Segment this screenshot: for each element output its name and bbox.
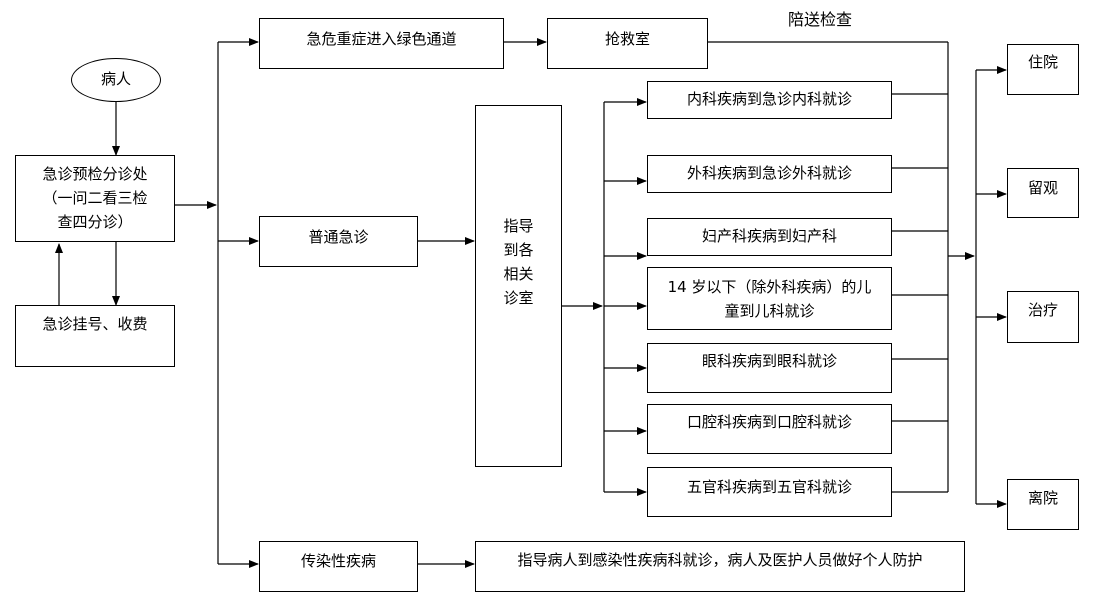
outcome-treatment: 治疗 — [1007, 291, 1079, 343]
dept-ent-label: 五官科疾病到五官科就诊 — [686, 478, 852, 496]
outcome-observation: 留观 — [1007, 168, 1079, 218]
critical-label: 急危重症进入绿色通道 — [306, 30, 457, 48]
dept-internal: 内科疾病到急诊内科就诊 — [647, 81, 892, 119]
critical-node: 急危重症进入绿色通道 — [259, 18, 504, 69]
dept-surgery-label: 外科疾病到急诊外科就诊 — [686, 164, 852, 182]
rescue-node: 抢救室 — [547, 18, 708, 69]
rescue-label: 抢救室 — [604, 30, 650, 48]
dept-stomatology-label: 口腔科疾病到口腔科就诊 — [686, 413, 852, 431]
registration-label: 急诊挂号、收费 — [42, 315, 148, 333]
escort-label: 陪送检查 — [788, 10, 853, 29]
guide-line-3: 相关 — [503, 265, 534, 283]
dept-ent: 五官科疾病到五官科就诊 — [647, 467, 892, 517]
infectious-guide-node: 指导病人到感染性疾病科就诊，病人及医护人员做好个人防护 — [475, 541, 965, 592]
general-label: 普通急诊 — [308, 228, 369, 246]
infectious-guide-label: 指导病人到感染性疾病科就诊，病人及医护人员做好个人防护 — [517, 551, 923, 569]
dept-surgery: 外科疾病到急诊外科就诊 — [647, 155, 892, 193]
infectious-label: 传染性疾病 — [300, 552, 376, 570]
dept-ophthalmology-label: 眼科疾病到眼科就诊 — [701, 352, 837, 370]
triage-line-2: （一问二看三检 — [42, 189, 148, 207]
dept-pediatrics: 14 岁以下（除外科疾病）的儿 童到儿科就诊 — [647, 267, 892, 330]
triage-line-3: 查四分诊） — [57, 213, 133, 231]
outcome-hospitalize-label: 住院 — [1027, 53, 1058, 71]
guide-line-2: 到各 — [503, 241, 534, 259]
registration-node: 急诊挂号、收费 — [15, 305, 175, 367]
outcome-treatment-label: 治疗 — [1027, 301, 1058, 319]
triage-node: 急诊预检分诊处 （一问二看三检 查四分诊） — [15, 155, 175, 242]
outcome-discharge-label: 离院 — [1027, 489, 1058, 507]
dept-ophthalmology: 眼科疾病到眼科就诊 — [647, 343, 892, 393]
guide-node: 指导 到各 相关 诊室 — [475, 105, 562, 467]
infectious-node: 传染性疾病 — [259, 541, 418, 592]
outcome-discharge: 离院 — [1007, 479, 1079, 530]
outcome-observation-label: 留观 — [1027, 179, 1058, 197]
dept-obstetrics-label: 妇产科疾病到妇产科 — [701, 227, 837, 245]
general-node: 普通急诊 — [259, 216, 418, 267]
guide-line-1: 指导 — [503, 217, 534, 235]
guide-line-4: 诊室 — [503, 289, 534, 307]
dept-pediatrics-line-1: 14 岁以下（除外科疾病）的儿 — [667, 278, 872, 296]
outcome-hospitalize: 住院 — [1007, 44, 1079, 95]
dept-stomatology: 口腔科疾病到口腔科就诊 — [647, 404, 892, 454]
dept-pediatrics-line-2: 童到儿科就诊 — [724, 302, 815, 320]
dept-internal-label: 内科疾病到急诊内科就诊 — [686, 90, 852, 108]
dept-obstetrics: 妇产科疾病到妇产科 — [647, 218, 892, 256]
patient-label: 病人 — [100, 70, 131, 88]
triage-line-1: 急诊预检分诊处 — [42, 165, 148, 183]
patient-node: 病人 — [71, 58, 161, 102]
